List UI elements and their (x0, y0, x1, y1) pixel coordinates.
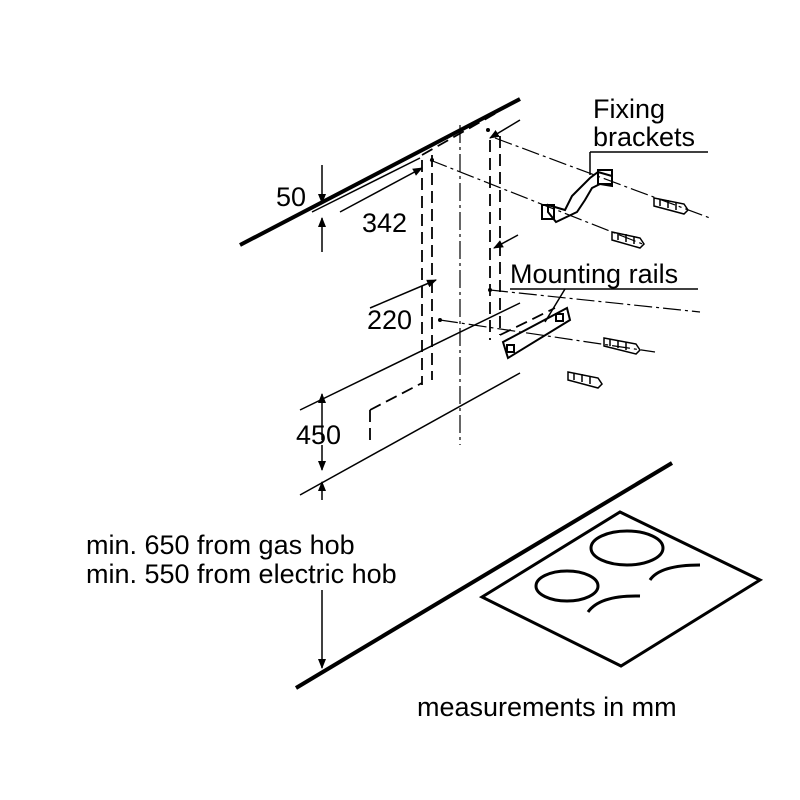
electric-hob-label: min. 550 from electric hob (86, 559, 397, 589)
gas-hob-label: min. 650 from gas hob (86, 530, 355, 560)
mounting-rail (501, 306, 572, 360)
mounting-rails-label: Mounting rails (510, 259, 678, 289)
screw-lower-1 (603, 337, 641, 355)
dim-50-label: 50 (276, 182, 306, 212)
dimension-220 (369, 234, 519, 309)
units-label: measurements in mm (417, 692, 677, 722)
fixing-axes (429, 137, 711, 353)
screw-upper-1 (653, 197, 689, 215)
ceiling-line (239, 97, 521, 247)
fixing-brackets-label-line1: Fixing (593, 94, 665, 124)
hob-plate (478, 510, 764, 668)
screw-upper-2 (611, 231, 645, 249)
dimension-342 (339, 119, 521, 213)
dimension-50 (311, 157, 421, 252)
screw-lower-2 (567, 371, 603, 389)
hob-burners (534, 529, 701, 613)
dim-342-label: 342 (362, 208, 407, 238)
dim-220-label: 220 (367, 305, 412, 335)
fixing-brackets-label-line2: brackets (593, 122, 695, 152)
dim-450-label: 450 (296, 420, 341, 450)
worktop-line (294, 461, 674, 690)
fixing-bracket (541, 169, 613, 224)
